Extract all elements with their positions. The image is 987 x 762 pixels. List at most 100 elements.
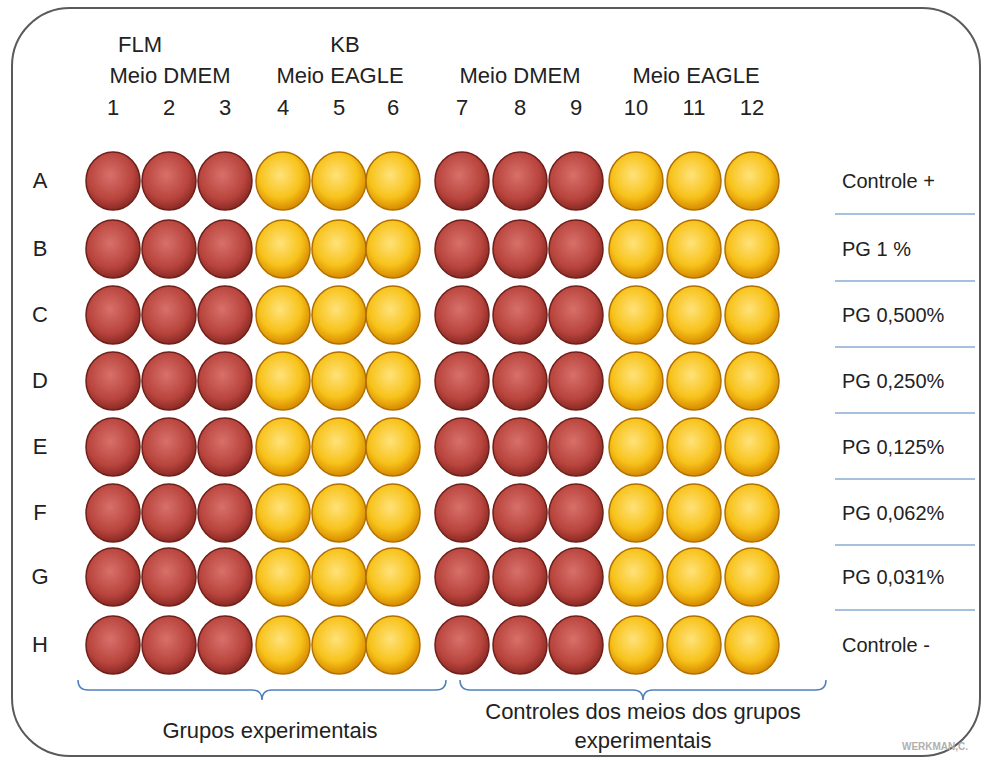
well [435, 418, 489, 476]
group-caption: Grupos experimentais [162, 717, 377, 746]
well [549, 152, 603, 210]
well [86, 286, 140, 344]
well [312, 616, 366, 674]
row-condition: PG 0,250% [842, 368, 944, 394]
well [493, 286, 547, 344]
well [256, 616, 310, 674]
well [256, 418, 310, 476]
column-number: 1 [107, 94, 119, 123]
well [667, 548, 721, 606]
row-letter: H [32, 631, 48, 660]
row-condition: PG 0,500% [842, 302, 944, 328]
well [435, 616, 489, 674]
column-number: 7 [456, 94, 468, 123]
well [86, 152, 140, 210]
row-condition: PG 0,062% [842, 500, 944, 526]
well [667, 152, 721, 210]
well [198, 616, 252, 674]
well [609, 484, 663, 542]
well [609, 152, 663, 210]
well [366, 616, 420, 674]
well [493, 352, 547, 410]
well [609, 418, 663, 476]
well [725, 286, 779, 344]
well [366, 418, 420, 476]
well [667, 616, 721, 674]
well [549, 484, 603, 542]
well [493, 484, 547, 542]
column-number: 3 [219, 94, 231, 123]
well [142, 286, 196, 344]
well [549, 352, 603, 410]
well [256, 548, 310, 606]
column-number: 8 [514, 94, 526, 123]
medium-name: Meio DMEM [459, 62, 580, 91]
well [312, 352, 366, 410]
well [549, 286, 603, 344]
medium-name: Meio EAGLE [276, 62, 403, 91]
well [142, 352, 196, 410]
column-number: 2 [163, 94, 175, 123]
well [256, 286, 310, 344]
well [86, 616, 140, 674]
well [366, 352, 420, 410]
well [312, 286, 366, 344]
well [435, 548, 489, 606]
well [667, 418, 721, 476]
well [198, 352, 252, 410]
column-group-name: KB [330, 31, 359, 60]
column-number: 12 [740, 94, 764, 123]
medium-name: Meio EAGLE [632, 62, 759, 91]
well [725, 484, 779, 542]
well [142, 484, 196, 542]
well [198, 220, 252, 278]
well [725, 152, 779, 210]
row-condition: PG 0,031% [842, 564, 944, 590]
well [725, 616, 779, 674]
well [493, 220, 547, 278]
well [142, 418, 196, 476]
row-letter: C [32, 301, 48, 330]
well [493, 418, 547, 476]
well [312, 418, 366, 476]
well [493, 152, 547, 210]
row-condition: PG 1 % [842, 236, 911, 262]
row-letter: D [32, 367, 48, 396]
well [549, 548, 603, 606]
column-number: 4 [277, 94, 289, 123]
row-letter: F [33, 499, 46, 528]
plate-outline [12, 8, 980, 756]
column-number: 11 [683, 94, 706, 123]
well [435, 352, 489, 410]
well [198, 484, 252, 542]
well [312, 484, 366, 542]
well [435, 220, 489, 278]
well [667, 220, 721, 278]
well [198, 418, 252, 476]
well [493, 616, 547, 674]
row-condition: Controle - [842, 632, 930, 658]
well [86, 484, 140, 542]
row-letter: E [33, 433, 48, 462]
well [198, 548, 252, 606]
well [256, 484, 310, 542]
well [366, 220, 420, 278]
well [667, 286, 721, 344]
well [725, 352, 779, 410]
well [142, 616, 196, 674]
well [198, 286, 252, 344]
row-letter: B [33, 235, 48, 264]
well [549, 616, 603, 674]
column-group-name: FLM [118, 31, 162, 60]
wells [86, 152, 779, 674]
well [366, 548, 420, 606]
well [142, 548, 196, 606]
well [725, 220, 779, 278]
well [435, 484, 489, 542]
well [435, 286, 489, 344]
well [667, 484, 721, 542]
well [256, 152, 310, 210]
well [725, 418, 779, 476]
well [312, 152, 366, 210]
